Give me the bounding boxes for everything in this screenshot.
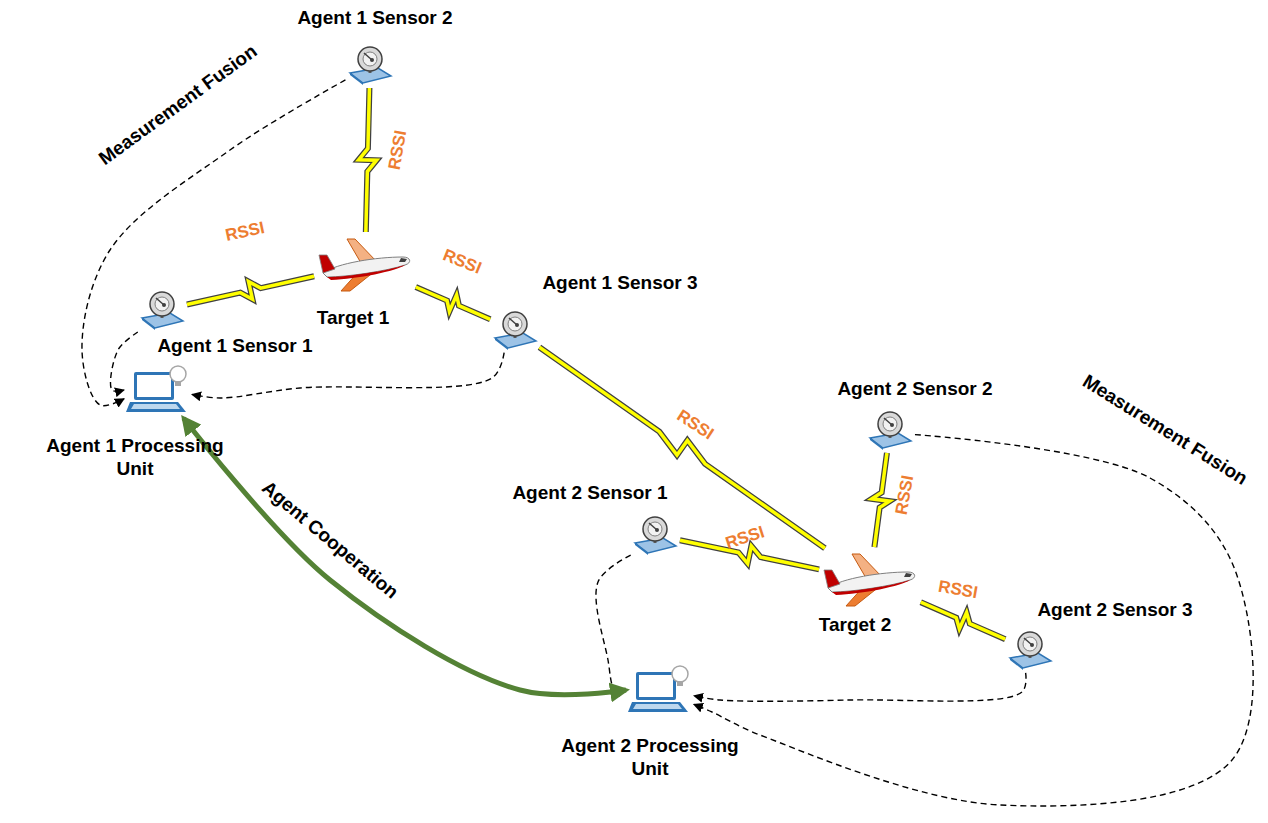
processing-unit-node: Agent 1 Processing Unit xyxy=(126,364,190,416)
rssi-outline xyxy=(872,453,890,547)
rssi-label: RSSI xyxy=(440,245,484,278)
fusion-label: Measurement Fusion xyxy=(95,40,262,170)
fusion-path xyxy=(694,673,1026,701)
rssi-label: RSSI xyxy=(723,522,767,553)
rssi-link xyxy=(539,347,824,548)
sensor-node: Agent 1 Sensor 3 xyxy=(493,310,537,350)
fusion-arrow xyxy=(694,435,1253,806)
rssi-outline xyxy=(921,602,1006,639)
sensor-node: Agent 2 Sensor 1 xyxy=(633,515,677,555)
sensor-icon xyxy=(633,515,677,555)
laptop-icon xyxy=(628,664,692,716)
airplane-icon xyxy=(822,550,918,610)
sensor-node: Agent 2 Sensor 2 xyxy=(868,410,912,450)
rssi-link xyxy=(187,276,314,304)
node-label: Target 2 xyxy=(819,614,892,637)
rssi-label: RSSI xyxy=(892,474,919,517)
sensor-node: Agent 2 Sensor 3 xyxy=(1008,630,1052,670)
fusion-path xyxy=(192,353,504,398)
cooperation-arrow xyxy=(184,418,626,694)
cooperation-path xyxy=(184,418,626,694)
node-label: Agent 1 Processing Unit xyxy=(40,435,230,481)
target-node: Target 2 xyxy=(822,550,918,610)
node-label: Agent 1 Sensor 1 xyxy=(157,335,312,358)
sensor-icon xyxy=(1008,630,1052,670)
sensor-icon xyxy=(493,310,537,350)
airplane-icon xyxy=(317,235,413,295)
rssi-label: RSSI xyxy=(385,129,412,172)
rssi-link xyxy=(872,453,890,547)
rssi-outline xyxy=(187,276,314,304)
rssi-label: RSSI xyxy=(673,406,717,444)
rssi-bolt xyxy=(539,347,824,548)
sensor-icon xyxy=(868,410,912,450)
fusion-path xyxy=(694,435,1253,806)
rssi-outline xyxy=(416,287,490,319)
sensor-node: Agent 1 Sensor 2 xyxy=(348,45,392,85)
fusion-path xyxy=(82,80,345,406)
fusion-arrow xyxy=(694,673,1026,701)
rssi-outline xyxy=(539,347,824,548)
rssi-bolt xyxy=(359,88,377,232)
rssi-label: RSSI xyxy=(224,218,267,246)
sensor-icon xyxy=(140,290,184,330)
node-label: Agent 1 Sensor 3 xyxy=(542,272,697,295)
rssi-bolt xyxy=(187,276,314,304)
cooperation-label: Agent Cooperation xyxy=(257,477,402,604)
fusion-label: Measurement Fusion xyxy=(1079,370,1252,489)
fusion-path xyxy=(110,332,137,391)
target-node: Target 1 xyxy=(317,235,413,295)
sensor-icon xyxy=(348,45,392,85)
node-label: Agent 2 Sensor 1 xyxy=(512,482,667,505)
fusion-arrow xyxy=(82,80,345,406)
node-label: Agent 2 Sensor 3 xyxy=(1037,599,1192,622)
rssi-bolt xyxy=(416,287,490,319)
rssi-bolt xyxy=(921,602,1006,639)
rssi-label: RSSI xyxy=(937,577,980,604)
fusion-arrow xyxy=(192,353,504,398)
node-label: Agent 2 Processing Unit xyxy=(555,735,745,781)
processing-unit-node: Agent 2 Processing Unit xyxy=(628,664,692,716)
fusion-arrow xyxy=(110,332,137,391)
sensor-node: Agent 1 Sensor 1 xyxy=(140,290,184,330)
node-label: Agent 2 Sensor 2 xyxy=(837,378,992,401)
rssi-link xyxy=(416,287,490,319)
rssi-outline xyxy=(359,88,377,232)
rssi-link xyxy=(921,602,1006,639)
laptop-icon xyxy=(126,364,190,416)
node-label: Agent 1 Sensor 2 xyxy=(297,7,452,30)
rssi-bolt xyxy=(872,453,890,547)
rssi-link xyxy=(359,88,377,232)
fusion-arrow xyxy=(596,555,631,691)
fusion-path xyxy=(596,555,631,691)
node-label: Target 1 xyxy=(317,307,390,330)
